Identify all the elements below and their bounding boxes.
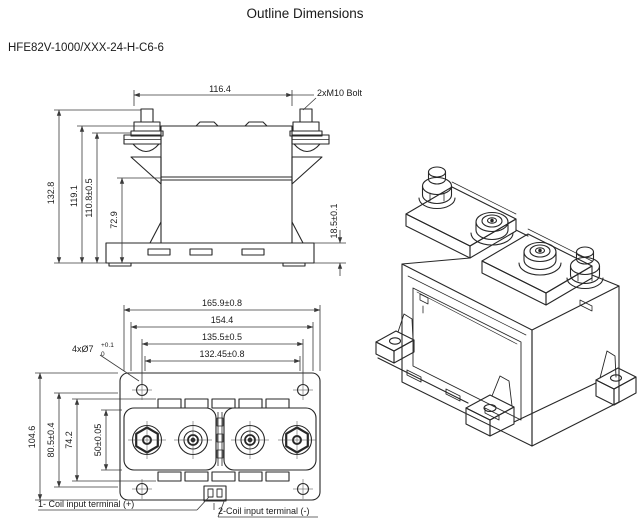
part-number: HFE82V-1000/XXX-24-H-C6-6 (8, 42, 164, 54)
bottom-view-body (123, 407, 317, 471)
front-view-bolt-right (289, 108, 323, 137)
bottom-view-coil-connector (203, 485, 227, 510)
iso-top-plate-right (481, 228, 593, 306)
front-view-flange-left (123, 134, 162, 185)
front-view-body (160, 121, 293, 244)
iso-base-skirt (377, 357, 597, 423)
iso-foot-front (465, 375, 515, 437)
coil-positive-label: 1- Coil input terminal (+) (38, 499, 134, 509)
bottom-view-dimensions (35, 305, 321, 518)
dim-18-5: 18.5±0.1 (329, 204, 339, 239)
dim-116-4: 116.4 (209, 84, 231, 94)
dim-72-9: 72.9 (109, 211, 119, 229)
dim-154-4: 154.4 (211, 315, 234, 325)
dim-132-45: 132.45±0.8 (200, 349, 245, 359)
dim-104-6: 104.6 (27, 426, 37, 449)
iso-round-terminal-left (470, 211, 514, 246)
dim-50: 50±0.05 (93, 424, 103, 456)
front-view-dimensions (54, 90, 346, 276)
hole-tolerance-upper: +0.1 (101, 342, 114, 349)
page-title: Outline Dimensions (246, 6, 363, 21)
dim-80-5: 80.5±0.4 (46, 423, 56, 458)
bolt-callout: 2xM10 Bolt (317, 88, 363, 98)
dim-135-5: 135.5±0.5 (202, 332, 242, 342)
bottom-view-plate (119, 372, 321, 501)
dim-132-8: 132.8 (46, 182, 56, 205)
dim-110-8: 110.8±0.5 (84, 178, 94, 217)
iso-body (401, 257, 620, 447)
iso-foot-left (375, 313, 415, 364)
hole-callout: 4xØ7 (72, 344, 94, 354)
hole-tolerance-lower: 0 (101, 351, 105, 358)
dim-165-9: 165.9±0.8 (202, 298, 242, 308)
bottom-view (119, 372, 321, 510)
bottom-view-vent-slots-bottom (157, 471, 290, 482)
iso-hex-bolt-left (418, 166, 456, 210)
dim-119-1: 119.1 (69, 185, 79, 207)
coil-negative-label: 2-Coil input terminal (-) (218, 506, 310, 516)
iso-foot-right (595, 350, 637, 406)
dim-74-2: 74.2 (64, 431, 74, 449)
bottom-view-centerlines (128, 421, 316, 459)
front-view-bolt-left (130, 108, 164, 137)
bottom-view-mounting-holes (132, 380, 313, 499)
iso-round-terminal-right (518, 241, 562, 276)
bottom-view-vent-slots-top (157, 398, 290, 409)
bottom-view-dimension-texts: 165.9±0.8 154.4 135.5±0.5 132.45±0.8 4xØ… (27, 298, 310, 516)
front-view-dimension-texts: 116.4 2xM10 Bolt 132.8 119.1 110.8±0.5 7… (46, 84, 363, 238)
front-view-flange-right (291, 134, 330, 185)
isometric-view (375, 166, 637, 447)
front-view-base (105, 221, 315, 267)
front-view (105, 108, 330, 267)
